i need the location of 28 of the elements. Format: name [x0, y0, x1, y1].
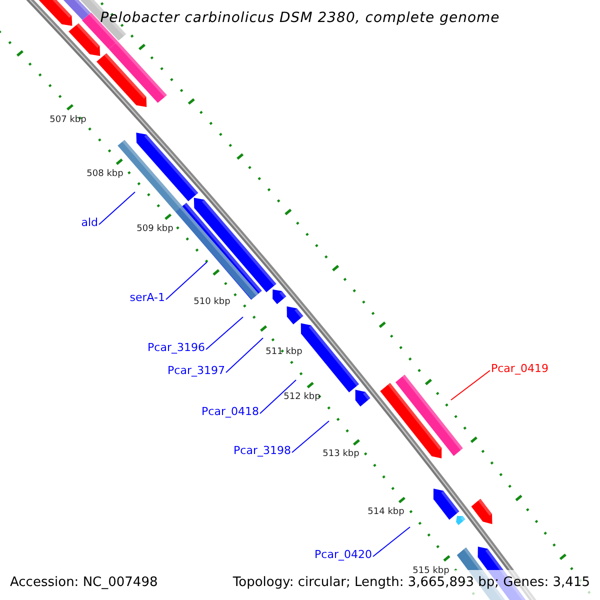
- gene-label: Pcar_3196: [148, 342, 205, 352]
- scale-label: 512 kbp: [284, 392, 320, 402]
- gene-label: Pcar_0419: [491, 362, 548, 374]
- scale-label: 514 kbp: [368, 508, 404, 516]
- scale-label: 513 kbp: [322, 450, 360, 458]
- scale-label: 508 kbp: [86, 170, 124, 178]
- gene-label: serA-1: [130, 292, 165, 302]
- scale-label: 511 kbp: [266, 348, 302, 356]
- gene-label: Pcar_3197: [168, 364, 225, 376]
- diagram-title: Pelobacter carbinolicus DSM 2380, complete genome: [99, 11, 501, 25]
- gene-label: Pcar_0420: [314, 548, 372, 560]
- leader-line: [98, 192, 136, 225]
- gene-label: Pcar_3198: [234, 444, 291, 456]
- scale-label: 515 kbp: [412, 566, 450, 576]
- leader-line: [450, 370, 490, 400]
- gene-label: ald: [81, 216, 98, 228]
- gene-label: Pcar_0418: [202, 406, 259, 416]
- leader-line: [372, 526, 410, 557]
- scale-label: 510 kbp: [194, 298, 230, 306]
- leader-line: [260, 380, 296, 414]
- leader-line: [226, 338, 264, 373]
- leader-line: [166, 262, 208, 300]
- scale-label: 509 kbp: [136, 224, 174, 234]
- footer-text: Accession: NC_007498: [10, 576, 158, 588]
- footer-text: Topology: circular; Length: 3,665,893 bp; Genes: 3,415: [232, 576, 590, 588]
- leader-line: [206, 316, 244, 350]
- leader-line: [292, 420, 330, 453]
- scale-label: 507 kbp: [50, 116, 86, 124]
